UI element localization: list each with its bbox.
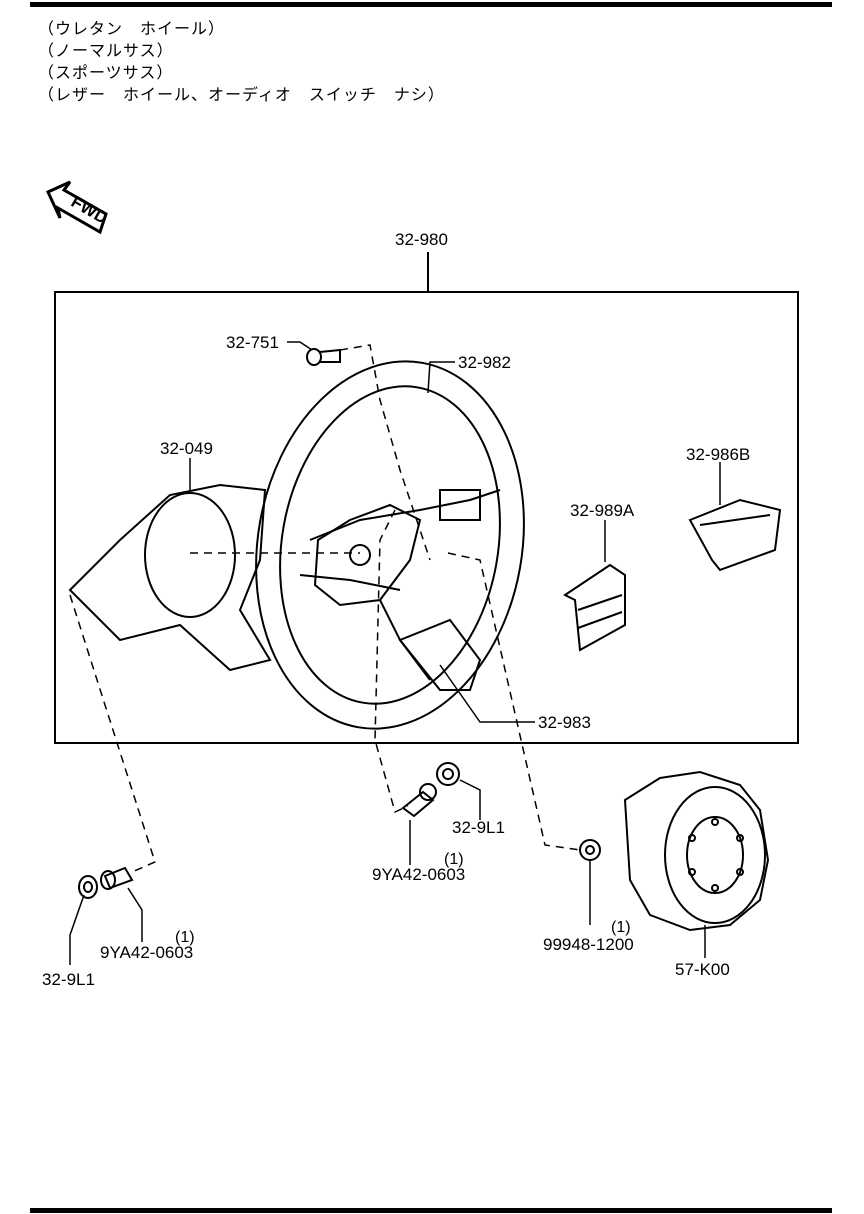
part-32-989a-switch [563,563,626,652]
top-rule [30,2,832,7]
label-57-k00: 57-K00 [675,960,730,979]
applicability-notes: （ウレタン ホイール） （ノーマルサス） （スポーツサス） （レザー ホイール、… [38,18,445,106]
fwd-arrow-icon: FWD [46,180,111,235]
leader-lines [69,341,721,965]
label-32-982: 32-982 [458,353,511,372]
part-99948-1200-nut [579,839,601,861]
steering-wheel [255,360,525,730]
assembly-dashed-lines [69,344,581,873]
part-9ya42-middle-bolt [401,783,437,818]
part-32-9l1-middle-nut [436,762,460,786]
note-line-2: （ノーマルサス） [38,41,174,60]
part-32-9l1-left-nut [78,875,98,899]
label-32-983: 32-983 [538,713,591,732]
bottom-rule [30,1208,832,1213]
part-32-751-screw [306,348,341,366]
note-line-4: （レザー ホイール、オーディオ スイッチ ナシ） [38,85,445,104]
label-32-989a: 32-989A [570,501,635,520]
label-32-049: 32-049 [160,439,213,458]
part-9ya42-left-bolt [100,866,134,890]
part-57-k00-airbag-module [623,770,770,932]
qty-9ya42-left: (1) [175,929,195,946]
label-32-986b: 32-986B [686,445,750,464]
label-32-9l1-middle: 32-9L1 [452,818,505,837]
qty-99948-1200: (1) [611,919,631,936]
part-32-986b-switch [688,498,782,572]
note-line-3: （スポーツサス） [38,63,174,82]
qty-9ya42-middle: (1) [444,851,464,868]
label-99948-1200: 99948-1200 [543,935,634,954]
label-32-751: 32-751 [226,333,279,352]
assembly-box [54,291,799,744]
label-32-980: 32-980 [395,230,448,249]
label-32-9l1-left: 32-9L1 [42,970,95,989]
part-32-049-cover [68,483,272,672]
label-9ya42-middle: 9YA42-0603 [372,865,465,884]
note-line-1: （ウレタン ホイール） [38,19,226,38]
label-9ya42-left: 9YA42-0603 [100,943,193,962]
